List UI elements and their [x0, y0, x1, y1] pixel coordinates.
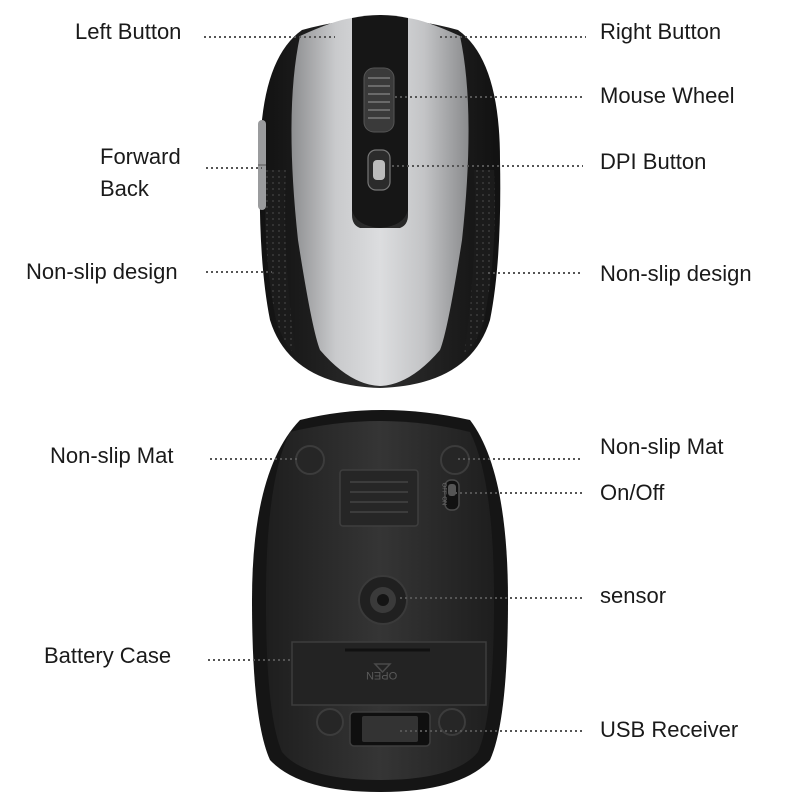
label-non-slip-mat-left: Non-slip Mat	[50, 443, 174, 468]
non-slip-mat-left	[295, 445, 325, 475]
battery-case	[291, 641, 487, 706]
label-dpi-button: DPI Button	[600, 149, 707, 174]
label-left-button: Left Button	[75, 19, 182, 44]
mouse-top-view	[258, 15, 501, 388]
right-grip-texture	[464, 170, 495, 355]
label-non-slip-mat-right: Non-slip Mat	[600, 434, 724, 459]
usb-receiver	[362, 716, 418, 742]
label-back: Back	[100, 176, 149, 201]
label-forward: Forward	[100, 144, 181, 169]
label-battery-case: Battery Case	[44, 643, 172, 668]
leader-lines	[204, 36, 586, 732]
label-on-off: On/Off	[600, 480, 665, 505]
label-usb-receiver: USB Receiver	[600, 717, 739, 742]
non-slip-mat-bottom-right	[438, 708, 466, 736]
label-non-slip-design-left: Non-slip design	[26, 259, 178, 284]
label-non-slip-design-right: Non-slip design	[600, 261, 752, 286]
label-sensor: sensor	[600, 583, 667, 608]
label-mouse-wheel: Mouse Wheel	[600, 83, 735, 108]
info-sticker	[339, 469, 419, 527]
mouse-top-silver-shell	[291, 18, 469, 386]
mouse-bottom-view	[252, 410, 508, 792]
mouse-wheel	[363, 67, 395, 133]
battery-cover-marking: OPEN	[366, 669, 398, 681]
switch-marking: OFF ON	[440, 482, 447, 506]
left-grip-texture	[265, 170, 296, 355]
label-right-button: Right Button	[600, 19, 722, 44]
non-slip-mat-bottom-left	[316, 708, 344, 736]
